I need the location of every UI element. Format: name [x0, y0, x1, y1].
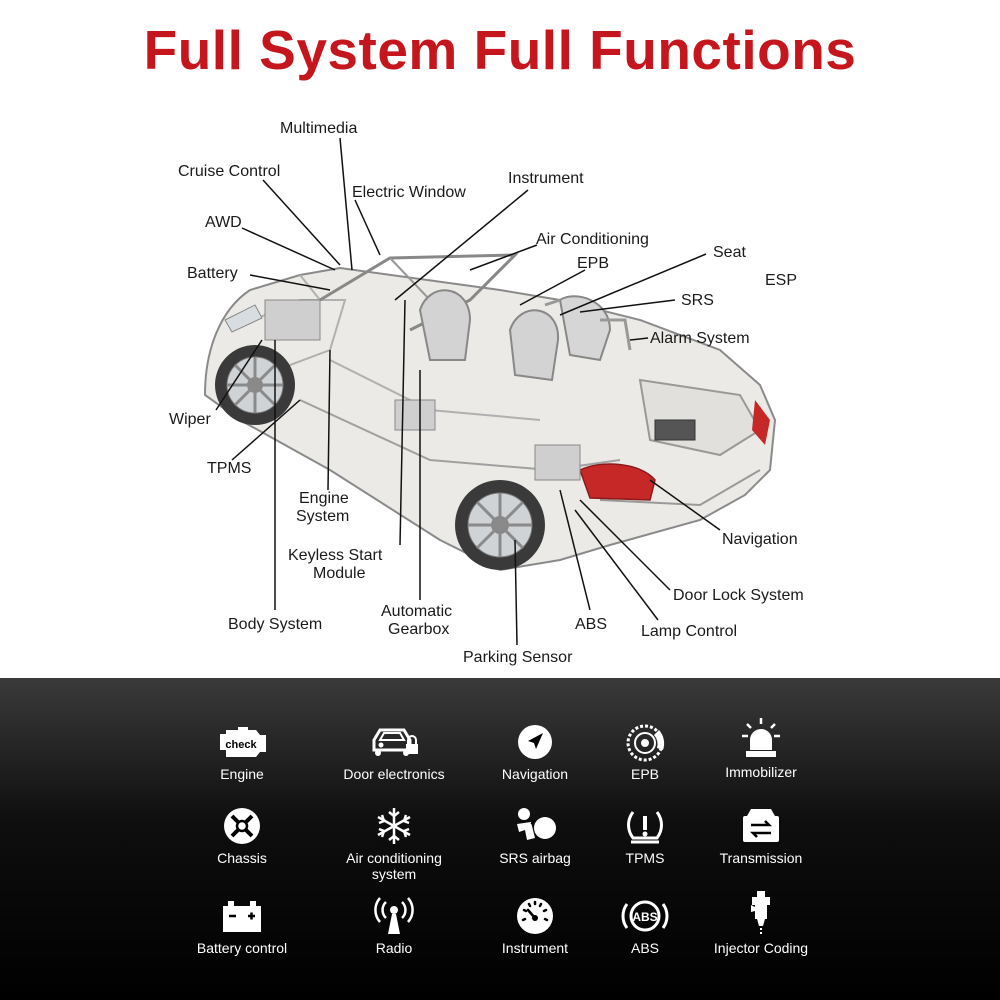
- abs-icon: ABS: [621, 900, 669, 932]
- features-panel: check Engine Door electronics Navigation…: [0, 678, 1000, 1000]
- front-wheel: [215, 345, 295, 425]
- feature-door-electronics: Door electronics: [324, 722, 464, 782]
- transmission-icon: [743, 809, 779, 842]
- feature-label: Immobilizer: [725, 764, 797, 780]
- feature-label: TPMS: [625, 850, 665, 866]
- feature-label: SRS airbag: [499, 850, 571, 866]
- label-epb: EPB: [577, 255, 609, 272]
- feature-transmission: Transmission: [691, 806, 831, 866]
- chassis-wheel-icon: [224, 808, 260, 844]
- feature-label: Navigation: [501, 766, 569, 782]
- svg-text:check: check: [225, 739, 257, 751]
- brake-disc-icon: [626, 724, 665, 762]
- feature-epb: EPB: [575, 722, 715, 782]
- speedometer-icon: [517, 898, 553, 934]
- feature-battery-control: Battery control: [172, 896, 312, 956]
- feature-label: EPB: [630, 766, 659, 782]
- label-lamp-control: Lamp Control: [641, 623, 737, 640]
- car-diagram: Multimedia Cruise Control Electric Windo…: [169, 120, 804, 666]
- feature-label: Battery control: [196, 940, 288, 956]
- rear-wheel: [455, 480, 545, 570]
- label-electric-window: Electric Window: [352, 184, 466, 201]
- label-abs: ABS: [575, 616, 607, 633]
- feature-label: Air conditioning system: [346, 850, 442, 882]
- label-seat: Seat: [713, 244, 746, 261]
- label-esp: ESP: [765, 272, 797, 289]
- feature-label: ABS: [630, 940, 659, 956]
- injector-icon: [751, 891, 770, 934]
- trunk-module: [654, 419, 696, 441]
- feature-srs-airbag: SRS airbag: [465, 806, 605, 866]
- feature-label: Instrument: [501, 940, 569, 956]
- label-battery: Battery: [187, 265, 238, 282]
- tail-light-side: [752, 400, 770, 445]
- feature-injector-coding: Injector Coding: [691, 890, 831, 956]
- label-cruise-control: Cruise Control: [178, 163, 280, 180]
- label-keyless-start-2: Module: [313, 565, 366, 582]
- feature-tpms: TPMS: [575, 806, 715, 866]
- page-title: Full System Full Functions: [143, 19, 857, 81]
- label-alarm-system: Alarm System: [650, 330, 750, 347]
- label-door-lock: Door Lock System: [673, 587, 804, 604]
- car-lock-icon: [372, 728, 418, 756]
- label-awd: AWD: [205, 214, 242, 231]
- label-body-system: Body System: [228, 616, 322, 633]
- battery-icon: [223, 901, 261, 932]
- airbag-icon: [517, 808, 556, 840]
- label-automatic-gearbox-2: Gearbox: [388, 621, 449, 638]
- label-parking-sensor: Parking Sensor: [463, 649, 573, 666]
- feature-label: Transmission: [719, 850, 803, 866]
- feature-engine: check Engine: [172, 722, 312, 782]
- feature-radio: Radio: [324, 896, 464, 956]
- gearbox-part: [394, 399, 436, 431]
- label-srs: SRS: [681, 292, 714, 309]
- leader-lines: [215, 137, 721, 646]
- headlight: [224, 304, 263, 333]
- check-engine-icon: check: [220, 727, 266, 757]
- feature-abs: ABS ABS: [575, 896, 715, 956]
- feature-label: Chassis: [217, 850, 267, 866]
- label-multimedia: Multimedia: [280, 120, 357, 137]
- label-wiper: Wiper: [169, 411, 211, 428]
- rear-axle-part: [534, 444, 581, 481]
- snowflake-icon: [377, 808, 411, 844]
- feature-label: Injector Coding: [713, 940, 809, 956]
- feature-navigation: Navigation: [465, 722, 605, 782]
- label-air-conditioning: Air Conditioning: [536, 231, 649, 248]
- feature-chassis: Chassis: [172, 806, 312, 866]
- navigation-arrow-icon: [518, 725, 552, 759]
- label-automatic-gearbox-1: Automatic: [381, 603, 452, 620]
- engine-block: [264, 299, 321, 341]
- svg-text:ABS: ABS: [632, 910, 657, 924]
- feature-label: Radio: [375, 940, 413, 956]
- siren-icon: [742, 718, 780, 757]
- label-tpms: TPMS: [207, 460, 251, 477]
- label-navigation: Navigation: [722, 531, 798, 548]
- label-engine-system-1: Engine: [299, 490, 349, 507]
- tail-light: [579, 463, 656, 501]
- feature-immobilizer: Immobilizer: [691, 716, 831, 780]
- label-engine-system-2: System: [296, 508, 349, 525]
- feature-label: Door electronics: [343, 766, 445, 782]
- tpms-icon: [627, 811, 663, 844]
- feature-instrument: Instrument: [465, 896, 605, 956]
- feature-air-conditioning: Air conditioning system: [324, 806, 464, 882]
- feature-label: Engine: [220, 766, 264, 782]
- label-instrument: Instrument: [508, 170, 584, 187]
- radio-antenna-icon: [374, 897, 414, 934]
- label-keyless-start-1: Keyless Start: [288, 547, 383, 564]
